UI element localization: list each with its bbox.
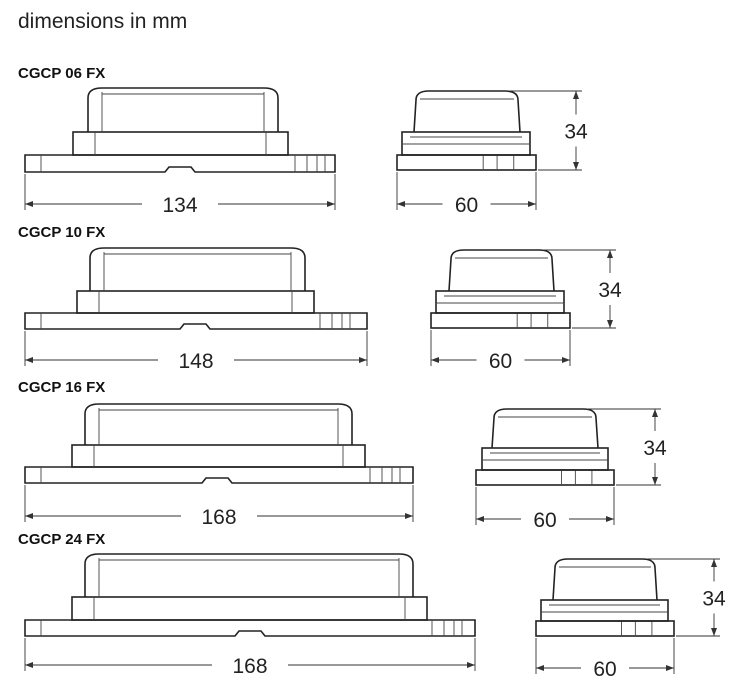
model-drawing-1: CGCP 06 FX 134 60 34 [18,65,588,217]
front-view: 148 [24,247,368,373]
width-value: 168 [201,506,236,529]
model-drawing-2: CGCP 10 FX 148 60 34 [18,224,622,373]
middle-step [71,596,428,621]
dimension-arrow [476,516,484,522]
dimension-arrow [606,516,614,522]
height-value: 34 [702,588,726,611]
middle-step [72,131,289,156]
dimension-arrow [573,162,579,170]
dimension-arrow [607,250,613,258]
side-view: 60 34 [475,408,667,532]
side-base [535,620,675,637]
front-view: 134 [24,87,336,217]
model-label: CGCP 06 FX [18,65,105,82]
side-base [396,154,537,171]
side-dome [448,249,555,292]
base-plate [24,619,476,637]
dimension-arrow [25,201,33,207]
width-value: 148 [178,350,213,373]
dimension-arrow [536,665,544,671]
width-value: 134 [162,194,197,217]
dimension-arrow [397,201,405,207]
depth-value: 60 [455,194,478,217]
dimension-arrow [652,477,658,485]
dimension-arrow [666,665,674,671]
side-step [481,447,609,471]
dimension-arrow [528,201,536,207]
height-value: 34 [643,437,667,460]
side-view: 60 34 [396,90,588,217]
height-value: 34 [564,121,588,144]
dimension-arrow [711,559,717,567]
side-step [401,131,531,156]
cover-dome [87,87,279,132]
dimension-arrow [467,662,475,668]
depth-value: 60 [533,509,556,532]
side-view: 60 34 [535,558,726,681]
side-base [475,469,615,486]
dimension-arrow [25,513,33,519]
cover-dome [89,247,306,291]
front-view: 168 [24,553,476,678]
width-value: 168 [232,655,267,678]
depth-value: 60 [489,350,512,373]
front-view: 168 [24,403,414,529]
base-plate [24,154,336,173]
dimension-arrow [711,628,717,636]
dimension-arrow [431,357,439,363]
model-drawing-4: CGCP 24 FX 168 60 34 [18,531,726,681]
side-dome [413,90,521,133]
dimension-arrow [652,409,658,417]
side-step [540,599,669,622]
side-base [430,312,571,329]
height-value: 34 [598,279,622,302]
cover-dome [84,403,353,445]
dimension-arrow [359,357,367,363]
base-plate [24,466,414,484]
cover-dome [84,553,414,597]
side-step [435,290,565,314]
dimension-arrow [327,201,335,207]
dimensions-heading: dimensions in mm [18,10,188,33]
side-dome [552,558,658,601]
dimension-arrow [607,320,613,328]
dimension-arrow [562,357,570,363]
model-drawing-3: CGCP 16 FX 168 60 34 [18,379,667,532]
model-label: CGCP 10 FX [18,224,105,241]
side-dome [491,408,599,449]
base-plate [24,312,368,330]
dimension-arrow [25,357,33,363]
model-label: CGCP 16 FX [18,379,105,396]
depth-value: 60 [593,658,616,681]
middle-step [71,444,366,468]
dimension-arrow [25,662,33,668]
middle-step [76,290,315,314]
dimension-arrow [405,513,413,519]
dimension-arrow [573,91,579,99]
model-label: CGCP 24 FX [18,531,105,548]
side-view: 60 34 [430,249,622,373]
